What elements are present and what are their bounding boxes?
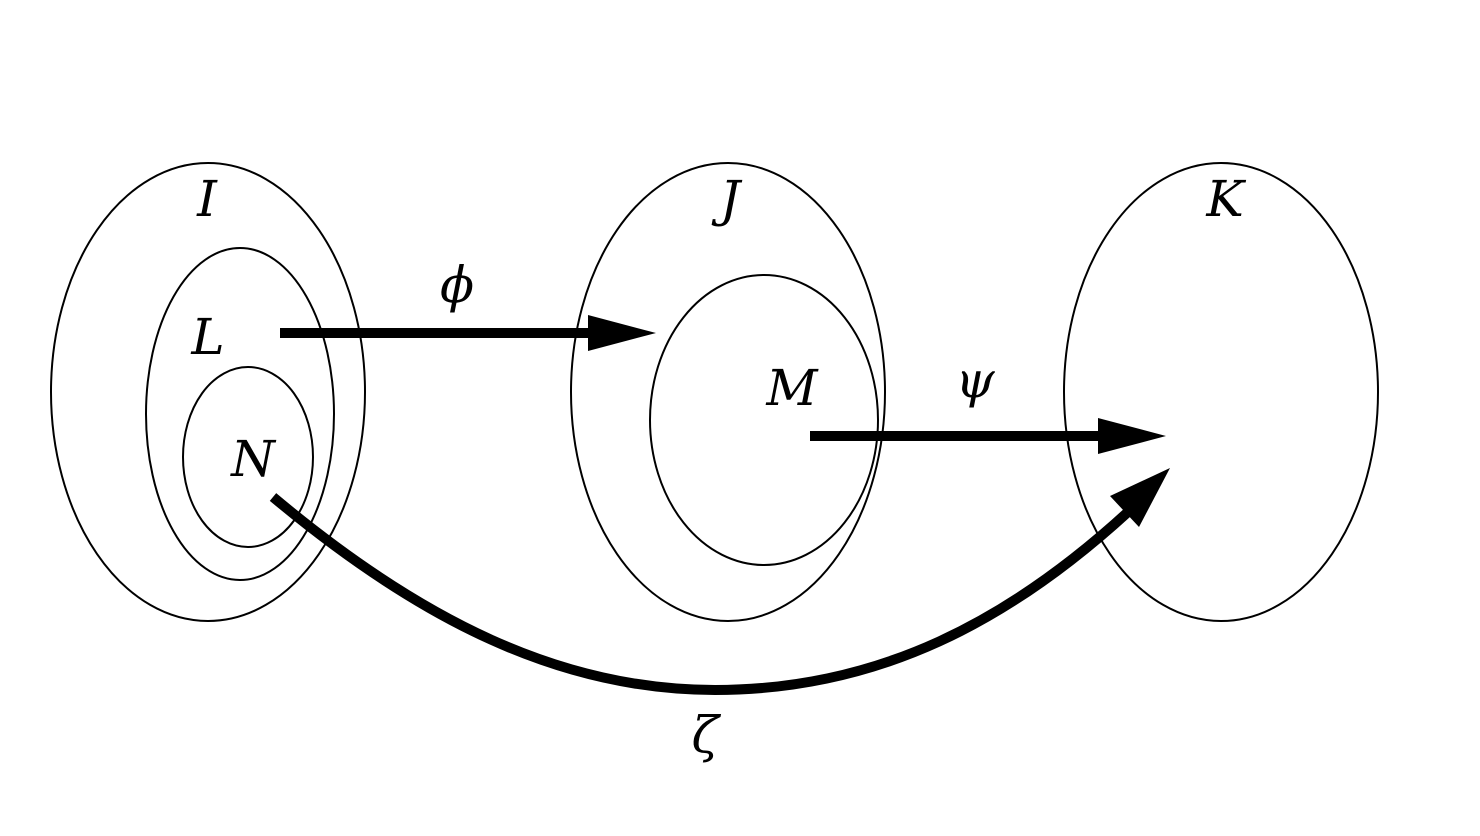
set-k-label: K — [1205, 170, 1246, 228]
set-k-outline — [1063, 162, 1379, 622]
set-m-outline — [649, 274, 879, 566]
set-i-outline — [50, 162, 366, 622]
set-j-outline — [570, 162, 886, 622]
phi-arrow-head — [588, 315, 656, 351]
zeta-arrow-head — [1110, 468, 1170, 527]
set-n-label: N — [230, 430, 277, 488]
phi-arrow — [280, 315, 656, 351]
zeta-label: ζ — [691, 706, 721, 764]
zeta-arrow — [269, 468, 1170, 696]
set-l-outline — [145, 247, 335, 581]
set-j-label: J — [711, 170, 743, 228]
set-m-label: M — [765, 359, 819, 417]
set-i-label: I — [196, 170, 218, 228]
psi-arrow-head — [1098, 418, 1166, 454]
psi-arrow — [810, 418, 1166, 454]
set-l-label: L — [190, 308, 224, 366]
psi-label: ψ — [955, 351, 995, 409]
phi-label: ϕ — [440, 256, 474, 314]
zeta-arrow-shaft — [269, 493, 1132, 696]
set-n-outline — [182, 366, 314, 548]
